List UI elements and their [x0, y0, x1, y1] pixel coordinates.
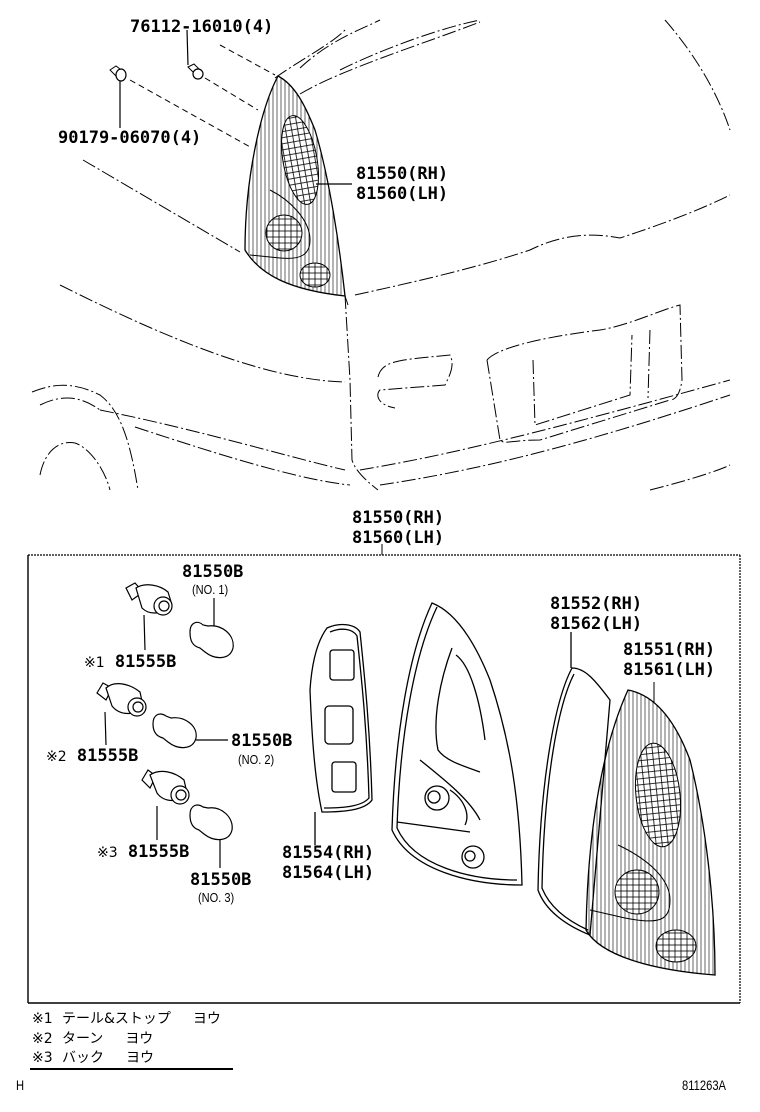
label-bulb-2-sub: (NO. 2): [238, 752, 275, 767]
car-body-outline: [31, 19, 731, 491]
gasket-icon: [537, 632, 611, 936]
label-box-header-rh: 81550(RH): [352, 508, 445, 528]
legend-key-2: ※2: [32, 1031, 53, 1047]
label-bulb-2: 81550B: [231, 731, 293, 751]
legend-item-1: ※1 テール&ストップ ヨウ: [32, 1009, 221, 1029]
socket-2-part: 81555B: [76, 746, 139, 766]
label-bulb-3-sub: (NO. 3): [198, 890, 235, 905]
legend-key-3: ※3: [32, 1050, 53, 1066]
bulb-1-icon: [189, 598, 234, 659]
lamp-housing-icon: [391, 602, 523, 886]
label-lens-lh: 81561(LH): [623, 660, 716, 680]
legend-text-2: ターン: [62, 1031, 104, 1047]
socket-1-part: 81555B: [114, 652, 177, 672]
socket-3-icon: [141, 769, 190, 840]
legend-text-3: バック: [62, 1050, 104, 1066]
label-box-header-lh: 81560(LH): [352, 528, 445, 548]
legend-suffix-2: ヨウ: [125, 1031, 154, 1047]
socket-3-part: 81555B: [127, 842, 190, 862]
label-socket-1: ※1 81555B: [84, 652, 176, 673]
label-bulb-3: 81550B: [190, 870, 252, 890]
label-lens-rh: 81551(RH): [623, 640, 716, 660]
reflector-bracket-icon: [309, 623, 373, 845]
exploded-view-frame: [27, 544, 741, 1004]
bulb-2-icon: [152, 713, 228, 749]
legend-suffix-1: ヨウ: [192, 1011, 221, 1027]
screw-icon: [186, 29, 204, 80]
legend-item-2: ※2 ターン ヨウ: [32, 1029, 153, 1049]
label-reflector-lh: 81564(LH): [282, 863, 375, 883]
label-clip-part: 90179-06070(4): [58, 128, 202, 148]
label-reflector-rh: 81554(RH): [282, 843, 375, 863]
legend-suffix-3: ヨウ: [126, 1050, 154, 1066]
label-screw-part: 76112-16010(4): [130, 17, 274, 37]
footer-figure-number: 811263A: [682, 1077, 727, 1093]
lens-icon: [585, 682, 716, 976]
label-gasket-rh: 81552(RH): [550, 594, 643, 614]
label-lamp-assy-lh: 81560(LH): [356, 184, 449, 204]
socket-2-mark: ※2: [46, 749, 67, 765]
legend-key-1: ※1: [32, 1011, 53, 1027]
label-gasket-lh: 81562(LH): [550, 614, 643, 634]
label-socket-3: ※3 81555B: [97, 842, 189, 863]
legend-text-1: テール&ストップ: [62, 1011, 171, 1027]
socket-2-icon: [96, 682, 147, 746]
label-bulb-1-sub: (NO. 1): [192, 582, 229, 597]
socket-1-icon: [125, 582, 173, 651]
label-socket-2: ※2 81555B: [46, 746, 138, 767]
label-lamp-assy-rh: 81550(RH): [356, 164, 449, 184]
footer-left-code: H: [16, 1077, 25, 1093]
legend-item-3: ※3 バック ヨウ: [32, 1048, 154, 1068]
socket-1-mark: ※1: [84, 655, 105, 671]
overview-tail-lamp: [244, 75, 349, 306]
clip-icon: [109, 65, 127, 128]
socket-3-mark: ※3: [97, 845, 118, 861]
legend-underline: [30, 1068, 233, 1070]
fastener-guide-lines: [129, 44, 276, 149]
bulb-3-icon: [189, 804, 233, 868]
label-bulb-1: 81550B: [182, 562, 244, 582]
